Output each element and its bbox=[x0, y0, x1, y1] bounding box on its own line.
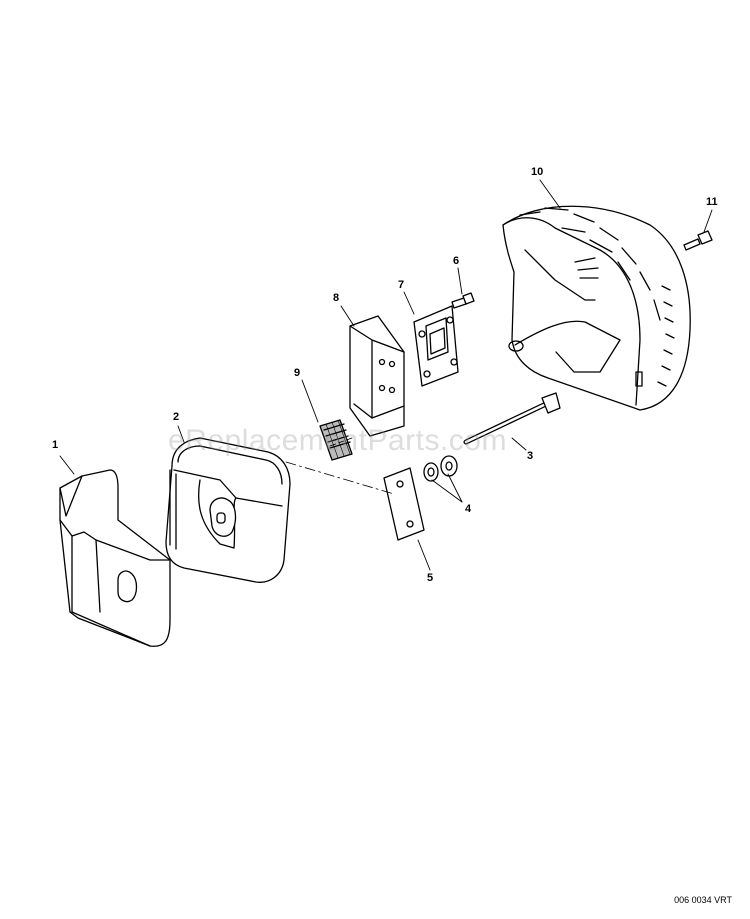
callout-11: 11 bbox=[706, 196, 718, 208]
part-10-muffler-cover bbox=[502, 205, 691, 411]
watermark: eReplacementParts.com bbox=[168, 424, 507, 457]
part-6-screw bbox=[451, 292, 475, 309]
part-4-washers bbox=[423, 455, 458, 482]
leader-lines bbox=[59, 179, 713, 571]
callout-8: 8 bbox=[333, 292, 340, 304]
callout-10: 10 bbox=[531, 166, 544, 178]
part-7-gasket bbox=[413, 305, 459, 387]
part-3-bolt bbox=[463, 392, 561, 445]
part-1-heat-shield bbox=[59, 469, 171, 647]
callout-5: 5 bbox=[427, 572, 434, 584]
callout-3: 3 bbox=[527, 450, 534, 462]
part-11-screw bbox=[683, 230, 713, 251]
callout-6: 6 bbox=[453, 255, 460, 267]
callout-9: 9 bbox=[294, 367, 301, 379]
part-2-muffler bbox=[165, 437, 291, 583]
diagram-reference: 006 0034 VRT bbox=[674, 895, 732, 905]
center-line bbox=[285, 437, 395, 495]
part-9-screen bbox=[319, 419, 353, 461]
part-5-gasket bbox=[383, 467, 425, 541]
part-8-bracket bbox=[349, 315, 405, 437]
callout-7: 7 bbox=[398, 279, 405, 291]
callout-4: 4 bbox=[465, 503, 472, 515]
callout-2: 2 bbox=[173, 411, 180, 423]
callout-1: 1 bbox=[52, 439, 59, 451]
